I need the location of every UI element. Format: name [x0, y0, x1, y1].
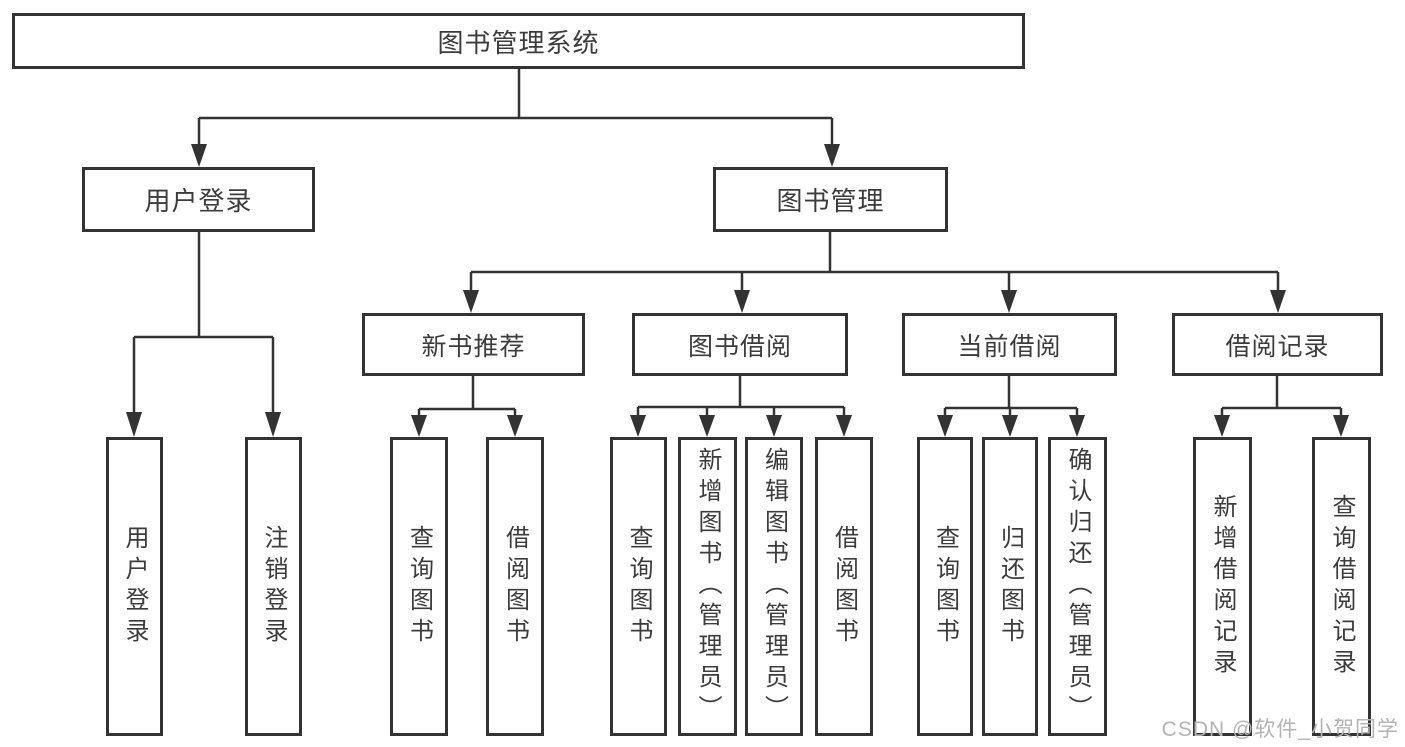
leaf-query-borrow-record-label: 查询借阅记录: [1328, 493, 1355, 680]
node-current-borrowing: 当前借阅: [902, 313, 1117, 376]
leaf-query-borrow-record: 查询借阅记录: [1312, 437, 1371, 736]
leaf-return-books: 归还图书: [982, 437, 1038, 736]
node-borrowing-records-label: 借阅记录: [1225, 332, 1330, 361]
leaf-logout: 注销登录: [245, 437, 302, 736]
leaf-add-borrow-record: 新增借阅记录: [1193, 437, 1252, 736]
node-current-borrowing-label: 当前借阅: [957, 332, 1062, 361]
leaf-query-books-borrowing-label: 查询图书: [625, 524, 652, 649]
node-new-book-recommendation: 新书推荐: [362, 313, 585, 376]
node-book-borrowing-label: 图书借阅: [687, 332, 792, 361]
leaf-add-book-admin-label: 新增图书（管理员）: [694, 447, 721, 726]
leaf-query-books-current-label: 查询图书: [931, 524, 959, 649]
node-system-root: 图书管理系统: [12, 13, 1025, 69]
node-user-login-label: 用户登录: [144, 186, 253, 216]
leaf-add-borrow-record-label: 新增借阅记录: [1209, 493, 1236, 680]
node-book-management-label: 图书管理: [776, 186, 885, 216]
csdn-watermark: CSDN @软件_小贺同学: [1161, 718, 1399, 741]
leaf-logout-label: 注销登录: [260, 524, 287, 649]
leaf-borrow-books-borrowing-label: 借阅图书: [830, 524, 858, 649]
leaf-query-books-recommend: 查询图书: [390, 437, 448, 736]
leaf-query-books-borrowing: 查询图书: [610, 437, 667, 736]
leaf-edit-book-admin: 编辑图书（管理员）: [745, 437, 803, 736]
node-system-root-label: 图书管理系统: [437, 27, 600, 58]
node-book-borrowing: 图书借阅: [632, 313, 848, 376]
node-new-book-recommendation-label: 新书推荐: [421, 332, 526, 361]
leaf-query-books-recommend-label: 查询图书: [405, 524, 433, 649]
node-borrowing-records: 借阅记录: [1172, 313, 1383, 376]
leaf-add-book-admin: 新增图书（管理员）: [678, 437, 737, 736]
leaf-borrow-books-recommend: 借阅图书: [486, 437, 544, 736]
leaf-confirm-return-admin-label: 确认归还（管理员）: [1064, 447, 1091, 726]
leaf-borrow-books-borrowing: 借阅图书: [815, 437, 873, 736]
leaf-confirm-return-admin: 确认归还（管理员）: [1048, 437, 1107, 736]
leaf-edit-book-admin-label: 编辑图书（管理员）: [760, 447, 788, 726]
leaf-borrow-books-recommend-label: 借阅图书: [501, 524, 529, 649]
node-user-login: 用户登录: [82, 167, 315, 232]
leaf-query-books-current: 查询图书: [917, 437, 973, 736]
leaf-return-books-label: 归还图书: [996, 524, 1024, 649]
leaf-user-login-label: 用户登录: [121, 524, 148, 649]
leaf-user-login: 用户登录: [106, 437, 163, 736]
node-book-management: 图书管理: [713, 167, 948, 232]
